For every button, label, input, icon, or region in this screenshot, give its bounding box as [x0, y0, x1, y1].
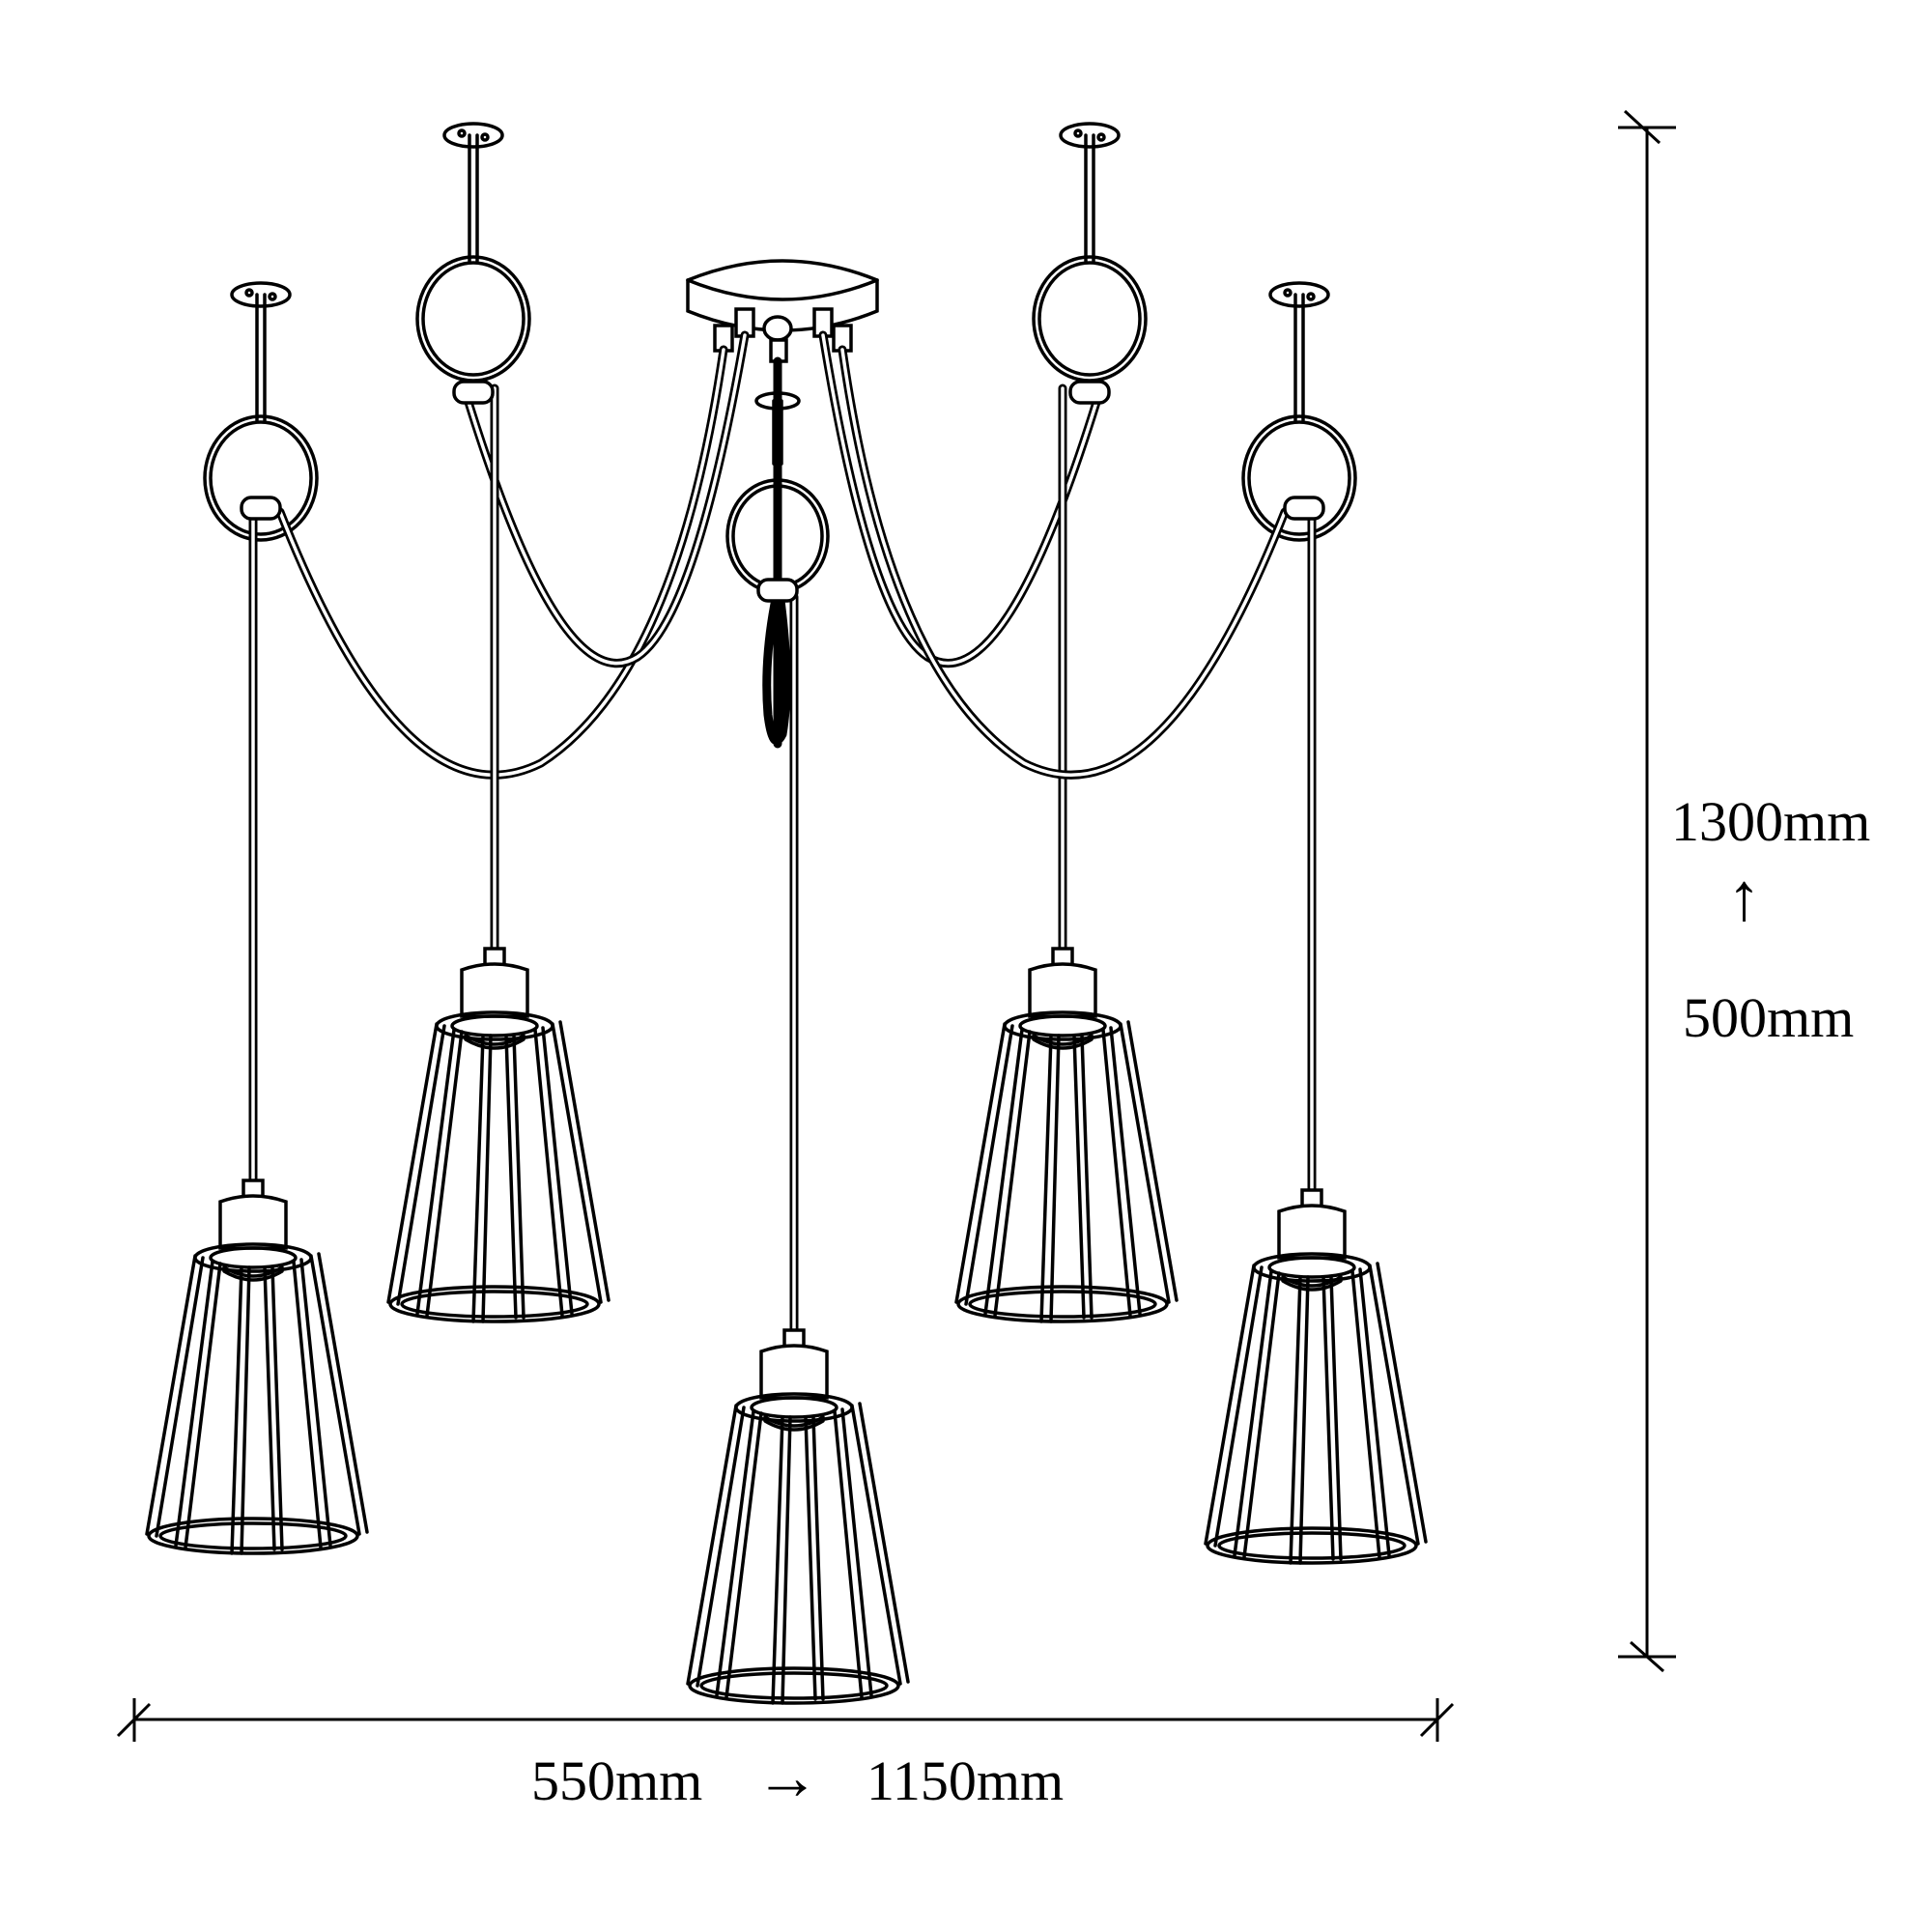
lampshade-3	[686, 1328, 910, 1705]
cable-wraps	[240, 380, 1325, 603]
ceiling-hook-2	[415, 122, 531, 383]
height-range-arrow-icon: ↑	[1727, 861, 1761, 935]
width-range-arrow-icon: →	[755, 1743, 819, 1813]
width-min-label: 550mm	[531, 1749, 703, 1812]
ceiling-hook-3	[1032, 122, 1148, 383]
lampshade-1	[145, 1179, 369, 1555]
lampshade-5	[1204, 1188, 1428, 1565]
lampshade-4	[954, 947, 1179, 1323]
height-min-label: 500mm	[1683, 986, 1855, 1049]
width-dimension-line	[116, 1698, 1455, 1742]
height-max-label: 1300mm	[1671, 790, 1871, 853]
height-dimension-line	[1618, 109, 1676, 1673]
ceiling-canopy	[686, 259, 879, 363]
cables	[248, 330, 1317, 1338]
lampshade-2	[386, 947, 611, 1323]
width-max-label: 1150mm	[867, 1749, 1065, 1812]
